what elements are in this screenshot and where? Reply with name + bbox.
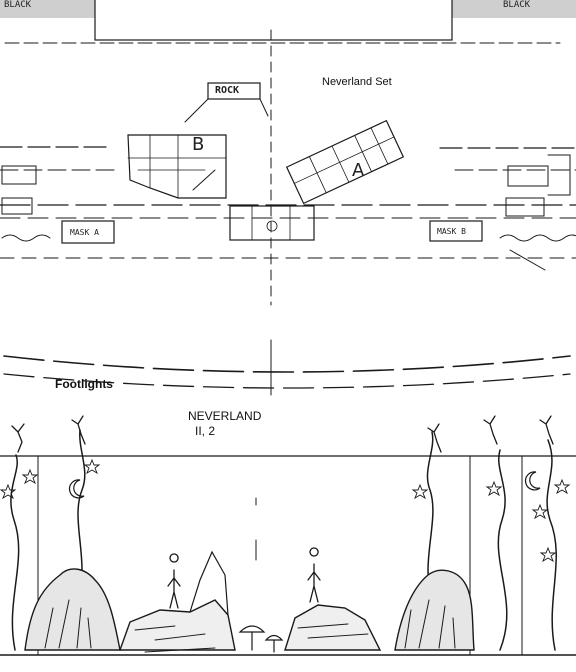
center-unit-circle xyxy=(266,220,278,232)
right-vine xyxy=(497,449,508,651)
star-6 xyxy=(553,478,571,495)
header-panel xyxy=(94,0,453,41)
star-1 xyxy=(21,468,39,485)
right-unit-upper xyxy=(507,165,549,187)
fairy-center-right xyxy=(427,423,442,453)
center-left-vine xyxy=(77,429,86,601)
center-right-vine xyxy=(426,431,434,601)
star-4 xyxy=(411,483,429,500)
mask-b-label: MASK B xyxy=(437,227,466,236)
left-unit-upper xyxy=(1,165,37,185)
figure-left xyxy=(167,553,181,609)
platform-a-seam-1 xyxy=(293,136,395,184)
plan-title: Neverland Set xyxy=(322,76,392,88)
left-vine xyxy=(10,454,20,651)
elevation-scene: II, 2 xyxy=(195,424,216,438)
mask-b-box xyxy=(429,220,483,242)
star-2 xyxy=(0,483,17,500)
star-3 xyxy=(83,458,101,475)
mushroom-2 xyxy=(264,634,284,653)
mask-a-box xyxy=(61,220,115,244)
right-step-unit xyxy=(547,154,571,196)
corner-label-right: BLACK xyxy=(503,0,531,10)
platform-b-letter: B xyxy=(192,134,205,155)
left-foliage xyxy=(24,568,121,651)
top-right-foliage xyxy=(452,0,576,18)
right-wave xyxy=(499,234,576,242)
platform-a-seam-5 xyxy=(370,127,389,165)
footlights-label: Footlights xyxy=(55,377,113,391)
rock-label: ROCK xyxy=(215,85,240,96)
center-rock-right xyxy=(284,604,382,651)
rock-piece xyxy=(207,82,261,100)
corner-label-left: BLACK xyxy=(4,0,32,10)
rock-leg-right xyxy=(259,98,269,117)
left-moon xyxy=(68,479,85,499)
center-rock-left-detail xyxy=(134,625,216,653)
right-unit-lower xyxy=(505,197,545,217)
right-foliage-detail xyxy=(404,599,456,649)
platform-b xyxy=(127,134,227,199)
center-rock-left xyxy=(119,599,236,651)
fairy-center-left xyxy=(71,415,86,445)
right-lead-line xyxy=(509,249,546,271)
fairy-right xyxy=(483,415,498,445)
figure-right xyxy=(307,547,321,603)
platform-a-seam-2 xyxy=(308,156,327,194)
center-rock-right-detail xyxy=(297,623,369,639)
top-left-foliage xyxy=(0,0,95,18)
platform-a-seam-4 xyxy=(354,135,372,173)
mask-a-label: MASK A xyxy=(70,228,99,237)
platform-a xyxy=(285,119,405,205)
rock-leg-left xyxy=(184,98,209,123)
left-unit-lower xyxy=(1,197,33,215)
star-5 xyxy=(531,503,549,520)
far-right-vine xyxy=(546,439,557,651)
left-foliage-detail xyxy=(44,599,92,649)
star-7 xyxy=(485,480,503,497)
mushroom-1 xyxy=(238,625,266,651)
stage-edge-arc-2 xyxy=(3,373,571,389)
center-unit xyxy=(229,205,315,241)
platform-a-seam-3 xyxy=(331,145,350,183)
left-wave xyxy=(1,234,51,242)
platform-b-pointer xyxy=(192,169,216,191)
elevation-title: NEVERLAND xyxy=(188,409,262,423)
center-rock-peak xyxy=(189,550,229,616)
right-moon xyxy=(524,471,541,491)
platform-a-letter: A xyxy=(352,160,365,181)
fairy-left xyxy=(11,423,25,453)
fairy-far-right xyxy=(539,415,554,445)
star-8 xyxy=(539,546,557,563)
stage-edge-arc-1 xyxy=(3,355,571,373)
